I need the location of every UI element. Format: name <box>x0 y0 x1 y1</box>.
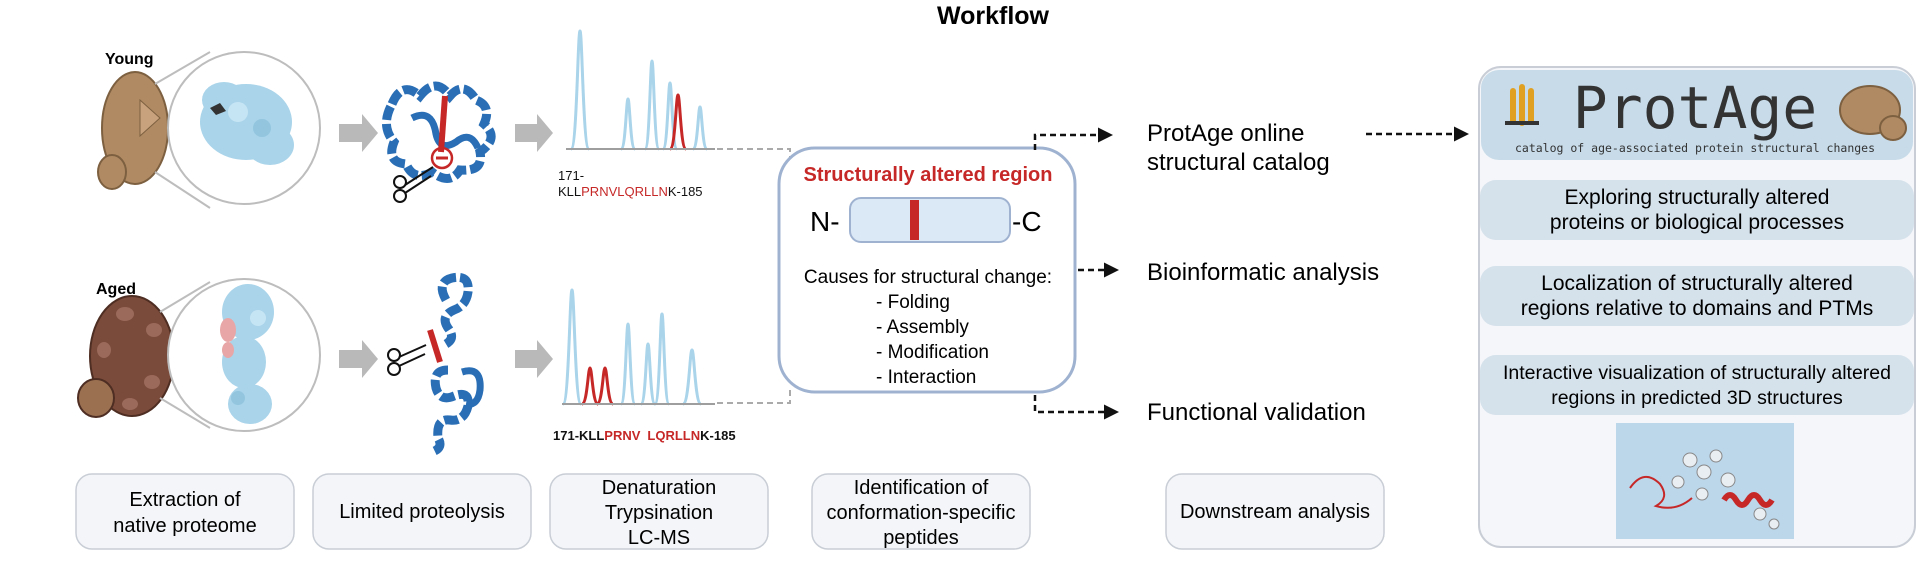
feature-exploring-line2: proteins or biological processes <box>1550 211 1844 234</box>
bioinformatic-output: Bioinformatic analysis <box>1147 259 1379 286</box>
young-native-protein-icon <box>167 51 321 205</box>
step-downstream-label: Downstream analysis <box>1180 501 1370 523</box>
step-identification-line3: peptides <box>883 527 959 549</box>
cause-interaction: - Interaction <box>876 367 976 388</box>
feature-localization-line1: Localization of structurally altered <box>1541 272 1853 295</box>
diagram-title: Workflow <box>937 2 1050 30</box>
feature-exploring-line1: Exploring structurally altered <box>1565 186 1830 209</box>
young-step-arrow-1 <box>339 114 378 152</box>
spectrum-peak <box>691 105 709 151</box>
step-extraction-line1: Extraction of <box>129 489 241 511</box>
spectrum-peak <box>681 348 703 406</box>
feature-localization-line2: regions relative to domains and PTMs <box>1521 297 1874 320</box>
young-peptide-line1: 171- <box>558 168 584 183</box>
young-ms-spectrum <box>566 29 715 151</box>
step-lcms-line2: Trypsination <box>605 502 713 524</box>
protein-sequence-bar <box>849 197 1011 243</box>
step-lcms-line1: Denaturation <box>602 477 717 499</box>
aged-step-arrow-2 <box>515 340 553 378</box>
spectrum-peak-altered <box>580 366 600 406</box>
spectrum-peak-altered <box>668 93 688 151</box>
aged-magnifier-lines <box>159 281 211 429</box>
young-label: Young <box>105 51 154 68</box>
aged-step-arrow-1 <box>339 340 378 378</box>
n-terminus-label: N- <box>810 206 840 237</box>
spectrum-peak <box>569 29 591 151</box>
cause-modification: - Modification <box>876 342 989 363</box>
validation-output: Functional validation <box>1147 399 1366 426</box>
young-to-region-connector <box>717 148 791 160</box>
altered-region-marker <box>910 200 919 240</box>
causes-title: Causes for structural change: <box>804 267 1052 288</box>
spectrum-peak <box>561 288 583 406</box>
protein-helix-icon <box>1505 84 1539 126</box>
cause-folding: - Folding <box>876 292 950 313</box>
step-extraction-box <box>75 473 295 550</box>
spectrum-peak <box>619 97 637 151</box>
young-yeast-icon <box>97 71 169 190</box>
aged-yeast-icon <box>77 295 175 418</box>
c-terminus-label: -C <box>1012 206 1042 237</box>
step-lcms-line3: LC-MS <box>628 527 690 549</box>
spectrum-peak <box>643 59 661 151</box>
arrow-to-catalog <box>1033 127 1113 150</box>
feature-visualization-box <box>1480 355 1914 415</box>
feature-exploring-box <box>1480 180 1914 240</box>
structure-3d-thumbnail <box>1616 423 1794 539</box>
young-step-arrow-2 <box>515 114 553 152</box>
feature-visualization-line1: Interactive visualization of structurall… <box>1503 362 1891 384</box>
feature-visualization-line2: regions in predicted 3D structures <box>1551 387 1843 409</box>
scissors-icon <box>393 166 434 203</box>
spectrum-peak-altered <box>595 366 615 406</box>
protage-subtitle: catalog of age-associated protein struct… <box>1515 141 1875 155</box>
protage-logo-text: ProtAge <box>1573 74 1817 142</box>
aged-native-protein-icon <box>167 278 321 432</box>
step-lcms-box <box>549 473 769 550</box>
feature-localization-box <box>1480 266 1914 326</box>
step-downstream-box <box>1165 473 1385 550</box>
spectrum-peak <box>619 322 637 406</box>
young-magnifier-lines <box>154 51 211 209</box>
aged-limited-proteolysis-icon <box>427 272 484 457</box>
step-identification-box <box>811 473 1031 550</box>
step-identification-line1: Identification of <box>854 477 989 499</box>
inhibition-icon <box>430 146 454 170</box>
aged-label: Aged <box>96 281 136 298</box>
region-panel-title: Structurally altered region <box>804 164 1053 186</box>
young-peptide-line2: KLLPRNVLQRLLNK-185 <box>558 184 703 199</box>
spectrum-peak <box>639 342 657 406</box>
step-identification-line2: conformation-specific <box>827 502 1016 524</box>
scissors-icon <box>387 344 427 376</box>
aged-to-region-connector <box>717 390 791 404</box>
protage-logo-banner <box>1481 70 1913 160</box>
step-extraction-line2: native proteome <box>113 515 256 537</box>
aged-ms-spectrum <box>561 288 715 406</box>
young-limited-proteolysis-icon <box>382 81 496 183</box>
catalog-output-line1: ProtAge online <box>1147 120 1304 147</box>
catalog-output-line2: structural catalog <box>1147 149 1330 176</box>
cause-assembly: - Assembly <box>876 317 969 338</box>
step-limited-proteolysis-box <box>312 473 532 550</box>
yeast-logo-icon <box>1839 85 1907 141</box>
spectrum-peak <box>653 312 671 406</box>
step-limited-proteolysis-label: Limited proteolysis <box>339 501 505 523</box>
arrow-to-validation <box>1033 395 1119 420</box>
